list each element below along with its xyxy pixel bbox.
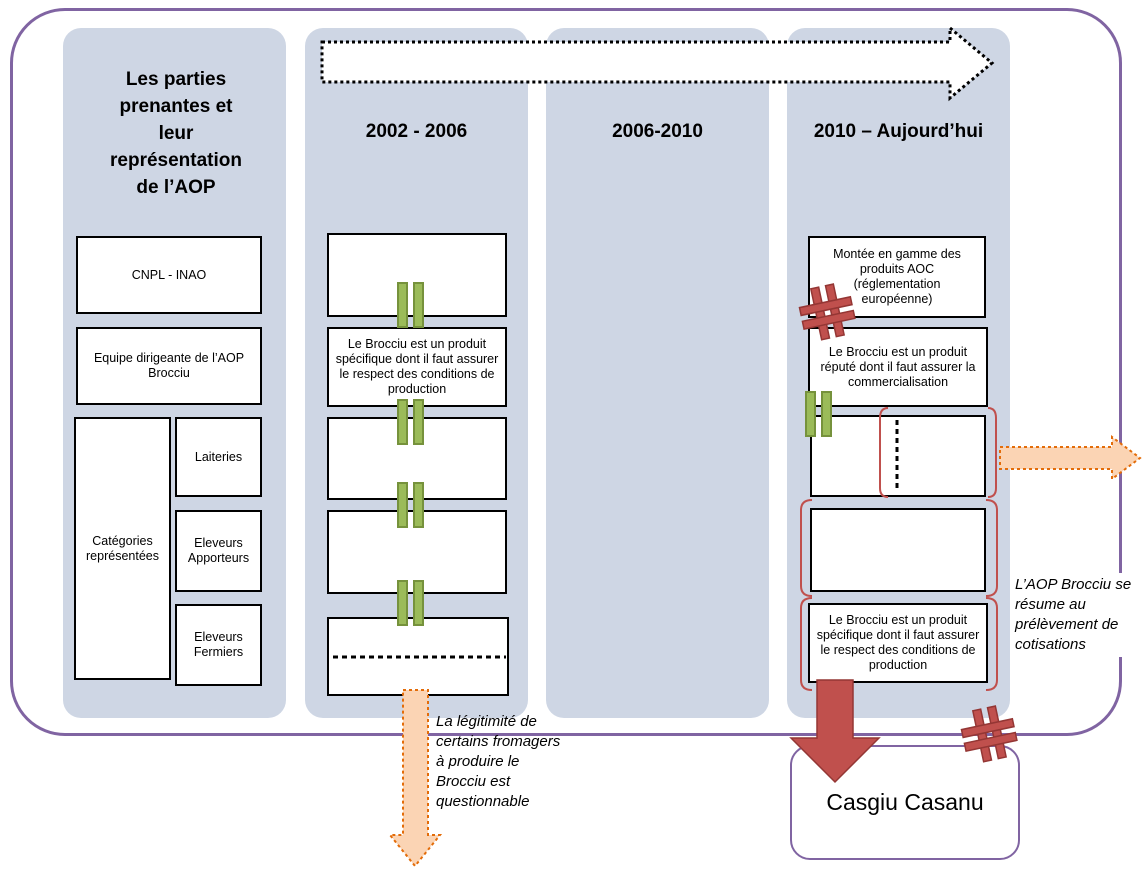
aop-summary-annotation: L’AOP Brocciu se résume au prélèvement d…: [1013, 573, 1139, 657]
orange-right-arrow: [999, 435, 1142, 481]
outer-frame: [10, 8, 1122, 736]
timeline-arrow: [320, 24, 995, 102]
red-down-arrow: [789, 679, 881, 784]
green-link-icon: [397, 282, 832, 626]
period2-title: 2006-2010: [612, 121, 703, 142]
categories-box: Catégories représentées: [74, 417, 171, 680]
period3-title: 2010 – Aujourd’hui: [813, 121, 984, 142]
period1-title: 2002 - 2006: [365, 121, 468, 142]
equipe-dirigeante-box: Equipe dirigeante de l’AOP Brocciu: [76, 327, 262, 405]
legitimacy-annotation: La légitimité de certains fromagers à pr…: [436, 713, 561, 810]
period3-equipe-box: Le Brocciu est un produit réputé dont il…: [808, 327, 988, 407]
column-2006-2010: [546, 28, 769, 718]
stakeholders-title: Les parties prenantes et leur représenta…: [110, 69, 242, 198]
laiteries-box: Laiteries: [175, 417, 262, 497]
cnpl-inao-box: CNPL - INAO: [76, 236, 262, 314]
period3-fermiers-box: Le Brocciu est un produit spécifique don…: [808, 603, 988, 683]
broken-link-icon: [798, 283, 1018, 763]
period3-apporteurs-box: [810, 508, 986, 592]
orange-down-arrow: [387, 689, 443, 868]
eleveurs-fermiers-box: Eleveurs Fermiers: [175, 604, 262, 686]
eleveurs-apporteurs-box: Eleveurs Apporteurs: [175, 510, 262, 592]
red-bracket-icon: [800, 407, 998, 691]
